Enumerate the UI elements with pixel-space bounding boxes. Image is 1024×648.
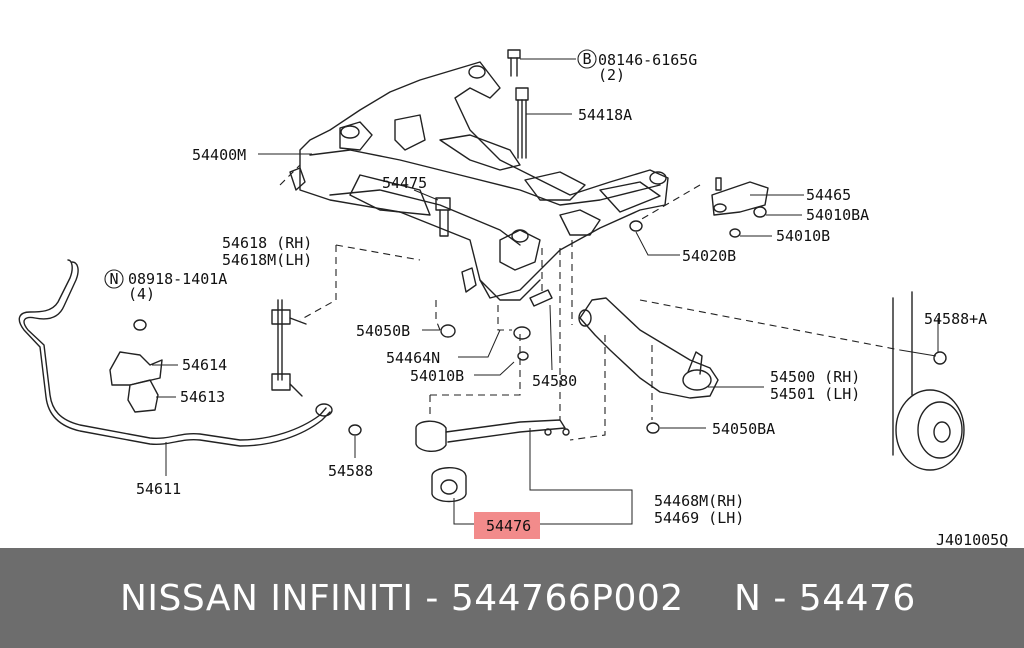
stabilizer-link-drawing [271,299,307,397]
nut-54020b-drawing [629,220,643,232]
label-54418a: 54418A [578,106,632,124]
label-54500: 54500 (RH) [770,368,860,386]
label-54611: 54611 [136,480,181,498]
bolt-marker-icon: B [577,49,597,69]
label-54468m: 54468M(RH) [654,492,744,510]
label-54613: 54613 [180,388,225,406]
stabilizer-bar-drawing [18,259,333,447]
label-54618m: 54618M(LH) [222,251,312,269]
label-54050b: 54050B [356,322,410,340]
label-54588-a: 54588+A [924,310,987,328]
label-54476: 54476 [486,517,531,535]
nut-08918-drawing [133,319,147,331]
label-54050ba: 54050BA [712,420,775,438]
parts-diagram: B N 08146-6165G (2) 54418A 54400M 54475 … [18,49,1008,548]
nut-54050b-drawing [440,324,456,338]
diagram-ref-code: J401005Q [936,531,1008,548]
leader-lines [152,58,939,525]
footer-reference-number: N - 54476 [734,577,916,619]
label-54020b: 54020B [682,247,736,265]
nut-54464n-drawing [513,326,531,340]
footer-brand-part-number: NISSAN INFINITI - 544766P002 [120,577,684,619]
label-54400m: 54400M [192,146,246,164]
nut-54010b-drawing [517,351,529,361]
subframe-drawing [289,61,669,301]
bolt-08146-drawing [507,49,521,77]
label-54010b-top: 54010B [776,227,830,245]
nut-54588-drawing [348,424,362,436]
label-bolt-spec: 08146-6165G [598,51,697,69]
bolt-54418a-drawing [515,87,529,159]
bushing-54476-drawing [431,467,467,503]
bolt-54475-drawing [435,197,451,237]
wheel-hub-drawing [892,291,965,471]
label-54614: 54614 [182,356,227,374]
clamp-54614-drawing [109,351,163,386]
nut-54588a-drawing [933,351,947,365]
bracket-54465-drawing [711,177,769,238]
label-54464n: 54464N [386,349,440,367]
nut-marker-text: N [109,270,118,288]
label-54501: 54501 (LH) [770,385,860,403]
label-54580: 54580 [532,372,577,390]
part-info-footer: NISSAN INFINITI - 544766P002 N - 54476 [0,548,1024,648]
bolt-54580-drawing [529,289,553,307]
label-nut-spec: 08918-1401A [128,270,227,288]
label-nut-qty: (4) [128,285,155,303]
guide-lines [279,164,901,441]
label-bolt-qty: (2) [598,66,625,84]
nut-marker-icon: N [104,269,124,289]
bolt-marker-text: B [582,50,591,68]
highlight-box [474,512,540,539]
label-54010ba: 54010BA [806,206,869,224]
compression-rod-drawing [415,419,570,452]
label-54475: 54475 [382,174,427,192]
lower-arm-54500-drawing [578,297,719,399]
label-54469: 54469 (LH) [654,509,744,527]
label-54618: 54618 (RH) [222,234,312,252]
label-54588: 54588 [328,462,373,480]
label-54465: 54465 [806,186,851,204]
nut-54050ba-drawing [646,422,660,434]
label-54010b-bottom: 54010B [410,367,464,385]
